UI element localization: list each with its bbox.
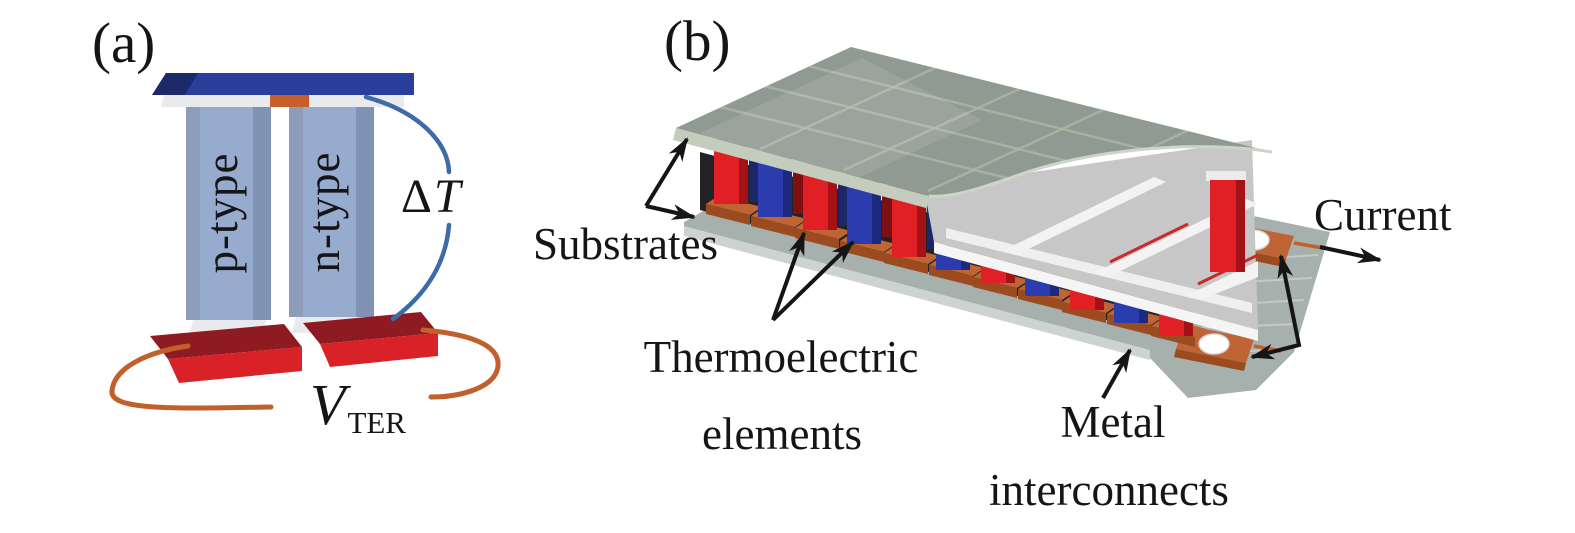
delta-t-label: ΔT [401,170,464,223]
solder-hole-bottom [1198,333,1230,355]
metal-label-line1: Metal [1061,397,1166,447]
hot-pad-right-front [320,333,438,367]
thermoelectric-arrow-blue [771,240,855,322]
top-plate-face [152,73,414,95]
element-red-side [917,186,926,257]
voltage-subscript: TER [347,405,406,440]
metal-label-line2: interconnects [989,465,1229,515]
hot-pad-left-top [150,324,302,359]
current-direction-arrow [1319,245,1382,264]
terminal-wire-top [1293,241,1324,250]
substrates-arrow-top [644,137,689,208]
tile-region [924,140,1258,330]
top-substrate-plate [673,47,1273,208]
element-red-side [1236,180,1245,272]
element-red-side [739,139,748,204]
plate-cut-rim [928,145,1273,198]
p-pillar-right-facet [253,107,271,320]
hot-pad-left-front [168,347,302,383]
substrates-arrow-bottom [645,204,696,220]
interconnect-pad-front [751,216,795,237]
terminal-pad-bottom-edge [1174,349,1246,371]
current-terminals-arrow [1250,254,1302,360]
top-plate-surface [676,47,1272,197]
tile-column-gap [1004,177,1166,255]
tile-front-edge [934,242,1258,341]
panel-a-tag: (a) [92,12,155,75]
top-plate-bevel [152,73,198,95]
interconnect-pad-front [706,204,750,225]
element-red-side [828,163,837,230]
element-red-tall-right [1206,171,1246,272]
voltage-wire-right [420,327,501,400]
delta-symbol: Δ [401,170,432,223]
hot-pad-right [303,312,438,367]
panel-b: (b) [533,10,1452,515]
grid-lines-crosswise [759,60,1201,197]
top-plate-edge-face [673,128,929,208]
thermoelectric-label-line2: elements [702,409,862,459]
n-pillar-left-facet [289,107,303,317]
p-pillar-front-face [200,107,253,320]
thermoelectric-label-line1: Thermoelectric [644,332,919,382]
thermoelectric-arrow-red [771,231,806,321]
back-element [749,150,759,202]
red-seam [1109,222,1189,264]
back-element [838,174,848,226]
n-pillar-right-facet [356,107,374,317]
interconnect-pad-front [929,265,973,286]
hot-pad-right-top [303,312,438,344]
panel-a: (a) p-type n-type [92,12,501,440]
top-interconnect-tiles [924,140,1259,341]
top-copper-bridge [270,95,309,107]
p-type-label: p-type [197,153,247,274]
annotations: Substrates Thermoelectric elements Metal… [533,137,1452,515]
interconnect-pad-front [795,228,839,249]
hot-pad-left [150,324,302,383]
n-type-label: n-type [299,152,349,273]
element-blue-side [783,151,792,217]
delta-t-curve-upper [363,94,452,175]
back-element [882,185,892,237]
n-type-pillar: n-type [289,107,374,317]
top-plate-a [152,73,414,95]
voltage-symbol: V [310,372,352,437]
voltage-wire-left [109,343,274,411]
element-red-face [1210,180,1236,272]
delta-t-curve-lower [390,222,452,322]
n-pillar-front-face [303,107,356,317]
delta-t-symbol: T [434,170,464,223]
p-type-pillar: p-type [186,107,271,320]
p-pillar-left-facet [186,107,200,320]
v-ter-label: VTER [310,372,406,440]
element-blue-side [872,174,881,244]
substrates-label: Substrates [533,219,718,269]
panel-b-tag: (b) [664,10,730,73]
current-label: Current [1314,190,1452,240]
back-element [793,162,803,214]
metal-arrow [1101,348,1132,399]
interconnect-pad-front [884,253,928,274]
bottom-substrate-front-edge [684,226,1150,360]
element-cap [1206,171,1246,181]
